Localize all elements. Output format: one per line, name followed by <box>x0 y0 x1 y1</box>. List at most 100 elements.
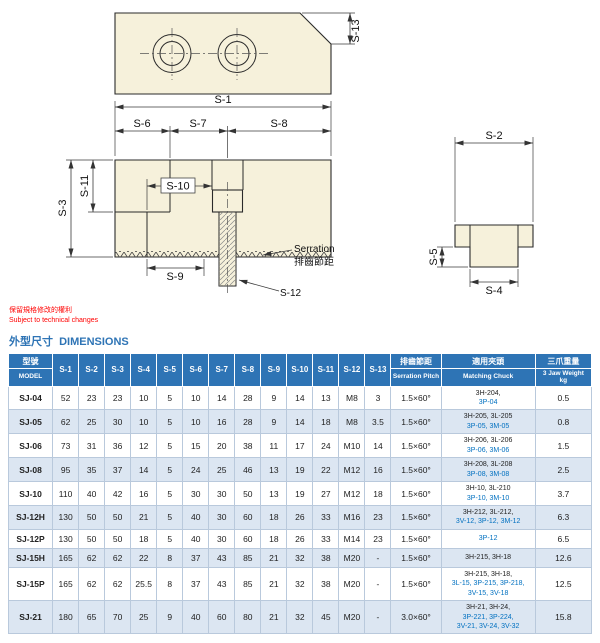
dim-cell: 38 <box>234 433 262 459</box>
weight-cell: 0.8 <box>534 409 593 435</box>
dim-cell: 31 <box>78 433 106 459</box>
dim-cell: M12 <box>338 457 366 483</box>
dim-cell: 165 <box>52 566 80 602</box>
dim-cell: 20 <box>208 433 236 459</box>
dim-cell: 9 <box>260 385 288 411</box>
dimensions-table: 型號 S-1 S-2 S-3 S-4 S-5 S-6 S-7 S-8 S-9 S… <box>7 352 593 635</box>
dim-cell: 40 <box>182 528 210 549</box>
disclaimer-zh: 保留規格修改的權利 <box>9 307 72 314</box>
dim-cell: M8 <box>338 385 366 411</box>
dim-cell: 36 <box>104 433 132 459</box>
dim-cell: 18 <box>364 481 392 506</box>
dim-cell: M16 <box>338 504 366 530</box>
dim-cell: 25 <box>208 457 236 483</box>
dim-cell: 16 <box>130 481 158 506</box>
dim-cell: - <box>364 600 392 635</box>
col-header-weight-unit: kg <box>559 376 568 384</box>
model-cell: SJ-15P <box>7 566 54 602</box>
model-cell: SJ-04 <box>7 385 54 411</box>
dim-cell: 27 <box>312 481 340 506</box>
dim-cell: 21 <box>260 547 288 568</box>
chuck-model-text: 3V-21, 3V-24, 3V-32 <box>456 623 520 631</box>
chuck-model-text: 3H-204, <box>475 389 501 397</box>
chuck-cell: 3H-215, 3H-18,3L-15, 3P-215, 3P-218,3V-1… <box>440 566 536 602</box>
dim-cell: 11 <box>260 433 288 459</box>
section-title: 外型尺寸 DIMENSIONS <box>9 333 600 349</box>
dim-label-s13: S-13 <box>350 19 362 42</box>
chuck-model-text: 3P-221, 3P-224, <box>462 613 514 621</box>
dim-label-s7: S-7 <box>189 118 206 130</box>
dim-label-s12: S-12 <box>280 288 302 299</box>
dim-cell: 52 <box>52 385 80 411</box>
dim-cell: 23 <box>364 504 392 530</box>
dim-cell: 5 <box>156 504 184 530</box>
chuck-model-text: 3H-206, 3L-206 <box>463 437 513 445</box>
col-header-s5: S-5 <box>156 352 184 387</box>
chuck-model-text: 3L-15, 3P-215, 3P-218, <box>451 580 525 588</box>
chuck-model-text: 3P-10, 3M-10 <box>466 494 510 502</box>
dim-cell: 18 <box>260 504 288 530</box>
pitch-cell: 1.5×60° <box>390 409 442 435</box>
dim-cell: 60 <box>208 600 236 635</box>
col-header-s4: S-4 <box>130 352 158 387</box>
dim-label-s5: S-5 <box>428 248 440 265</box>
col-header-s2: S-2 <box>78 352 106 387</box>
dim-cell: 25 <box>130 600 158 635</box>
pitch-cell: 1.5×60° <box>390 385 442 411</box>
serration-note-en: Serration <box>294 244 335 255</box>
dim-cell: 32 <box>286 547 314 568</box>
dim-label-s8: S-8 <box>270 118 287 130</box>
col-header-s11: S-11 <box>312 352 340 387</box>
dim-cell: 24 <box>182 457 210 483</box>
dim-cell: 18 <box>130 528 158 549</box>
dim-cell: 18 <box>312 409 340 435</box>
dim-cell: 8 <box>156 566 184 602</box>
dim-cell: 35 <box>78 457 106 483</box>
dim-cell: 180 <box>52 600 80 635</box>
chuck-cell: 3H-21, 3H-24,3P-221, 3P-224,3V-21, 3V-24… <box>440 600 536 635</box>
dim-cell: 8 <box>156 547 184 568</box>
dim-cell: 14 <box>364 433 392 459</box>
col-header-s10: S-10 <box>286 352 314 387</box>
technical-drawing: S-13 S-1 S-6 S-7 S-8 S-11 <box>57 12 534 299</box>
weight-cell: 2.5 <box>534 457 593 483</box>
dim-cell: 73 <box>52 433 80 459</box>
chuck-model-text: 3H-215, 3H-18 <box>465 554 512 562</box>
dim-cell: 5 <box>156 457 184 483</box>
dim-cell: 5 <box>156 481 184 506</box>
chuck-cell: 3H-212, 3L-212,3V-12, 3P-12, 3M-12 <box>440 504 536 530</box>
dim-cell: 50 <box>234 481 262 506</box>
dim-cell: 26 <box>286 528 314 549</box>
model-cell: SJ-12P <box>7 528 54 549</box>
dim-cell: 9 <box>156 600 184 635</box>
table-header: 型號 S-1 S-2 S-3 S-4 S-5 S-6 S-7 S-8 S-9 S… <box>7 352 593 387</box>
dim-cell: 50 <box>78 528 106 549</box>
chuck-model-text: 3H-212, 3L-212, <box>462 508 514 516</box>
dim-label-s11: S-11 <box>79 175 91 197</box>
dim-cell: 30 <box>208 481 236 506</box>
dim-cell: M10 <box>338 433 366 459</box>
col-header-chuck-zh: 適用夾頭 <box>440 352 536 369</box>
dim-cell: 110 <box>52 481 80 506</box>
dim-cell: 40 <box>182 600 210 635</box>
dim-cell: 60 <box>234 528 262 549</box>
weight-cell: 12.5 <box>534 566 593 602</box>
chuck-model-text: 3P-08, 3M-08 <box>466 470 510 478</box>
weight-cell: 0.5 <box>534 385 593 411</box>
dim-cell: 50 <box>104 504 132 530</box>
dim-label-s4: S-4 <box>485 285 502 297</box>
dim-cell: 130 <box>52 528 80 549</box>
weight-cell: 1.5 <box>534 433 593 459</box>
dim-cell: 38 <box>312 547 340 568</box>
dim-cell: 10 <box>130 409 158 435</box>
dim-cell: 23 <box>104 385 132 411</box>
dim-cell: 45 <box>312 600 340 635</box>
dim-label-s10: S-10 <box>166 181 189 193</box>
section-title-en: DIMENSIONS <box>59 335 129 348</box>
dim-cell: 70 <box>104 600 132 635</box>
